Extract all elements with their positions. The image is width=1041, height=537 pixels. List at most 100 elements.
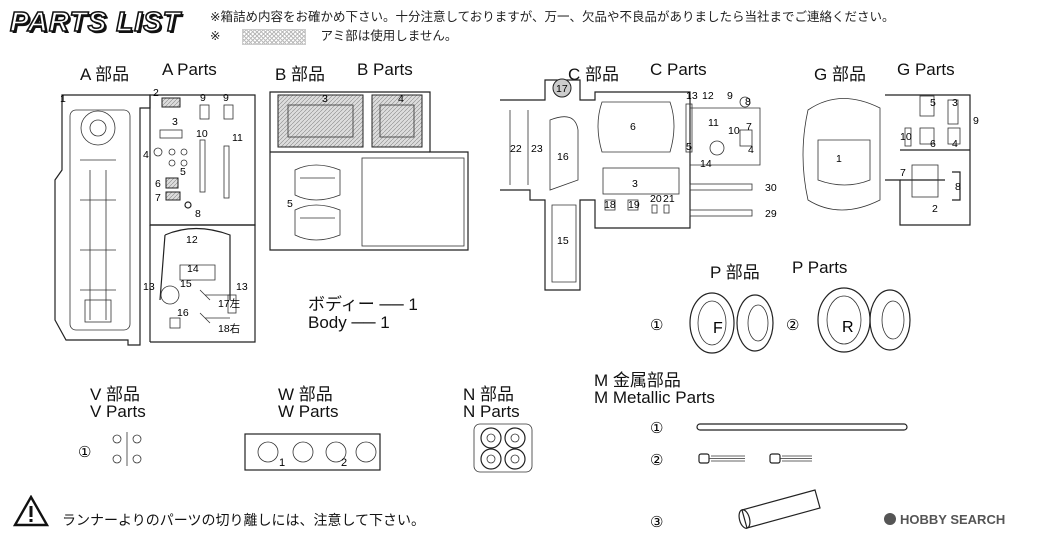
a-label-18: 18右 bbox=[218, 322, 240, 335]
warning-text: ランナーよりのパーツの切り離しには、注意して下さい。 bbox=[62, 513, 426, 529]
n-parts-en: N Parts bbox=[463, 402, 520, 421]
w-parts-en: W Parts bbox=[278, 402, 339, 421]
c-label-8: 8 bbox=[745, 96, 751, 108]
w-label-2: 2 bbox=[341, 457, 347, 469]
g-parts-en: G Parts bbox=[897, 60, 955, 79]
n-parts-jp: N 部品 bbox=[463, 385, 514, 404]
a-label-8: 8 bbox=[195, 208, 201, 220]
a-label-3: 3 bbox=[172, 116, 178, 128]
body-dash: ── bbox=[374, 295, 409, 314]
a-label-4: 4 bbox=[143, 149, 149, 161]
a-label-2: 2 bbox=[153, 87, 159, 99]
c-label-15: 15 bbox=[557, 235, 569, 247]
n-parts bbox=[473, 423, 533, 473]
v-parts: ① bbox=[78, 432, 142, 466]
a-parts-labels: 1 2 3 4 5 6 7 8 9 9 10 11 12 13 13 14 15… bbox=[60, 87, 248, 335]
c-label-5: 5 bbox=[686, 141, 692, 153]
a-label-12: 12 bbox=[186, 234, 198, 246]
m-parts: ① ② ③ bbox=[650, 420, 908, 531]
a-parts-jp: A 部品 bbox=[80, 65, 130, 84]
c-label-20: 20 bbox=[650, 193, 662, 205]
a-label-13b: 13 bbox=[236, 281, 248, 293]
c-label-23: 23 bbox=[531, 143, 543, 155]
g-label-4: 4 bbox=[952, 138, 958, 150]
p-item-2: ② bbox=[786, 317, 799, 334]
w-parts-jp: W 部品 bbox=[278, 385, 333, 404]
body-part-en: Body bbox=[308, 313, 347, 332]
c-label-21: 21 bbox=[663, 193, 675, 205]
b-parts-sprue bbox=[269, 91, 469, 251]
c-label-9: 9 bbox=[727, 90, 733, 102]
g-label-10: 10 bbox=[900, 131, 912, 143]
mesh-swatch bbox=[242, 28, 307, 45]
a-label-15: 15 bbox=[180, 278, 192, 290]
m-parts-en: M Metallic Parts bbox=[594, 388, 715, 407]
c-label-29: 29 bbox=[765, 208, 777, 220]
a-parts-en: A Parts bbox=[162, 60, 217, 79]
g-label-7: 7 bbox=[900, 167, 906, 179]
c-parts-en: C Parts bbox=[650, 60, 707, 79]
body-qty-jp: 1 bbox=[408, 295, 418, 314]
p-parts-tires: ① F ② R bbox=[650, 287, 911, 354]
a-label-10: 10 bbox=[196, 128, 208, 140]
c-label-19: 19 bbox=[628, 199, 640, 211]
a-label-16: 16 bbox=[177, 307, 189, 319]
b-parts-labels: 3 4 5 bbox=[287, 93, 404, 210]
body-part-jp-line: ボディー ── 1 bbox=[308, 290, 418, 315]
c-label-4: 4 bbox=[748, 144, 754, 156]
w-label-1: 1 bbox=[279, 457, 285, 469]
p-parts-en: P Parts bbox=[792, 258, 848, 277]
g-label-6: 6 bbox=[930, 138, 936, 150]
hobbysearch-logo-icon bbox=[884, 513, 896, 525]
c-parts-sprue bbox=[500, 78, 761, 291]
c-label-3: 3 bbox=[632, 178, 638, 190]
m-item-3: ③ bbox=[650, 514, 663, 531]
c-label-6: 6 bbox=[630, 121, 636, 133]
b-parts-en: B Parts bbox=[357, 60, 413, 79]
check-contents-note: ※箱詰め内容をお確かめ下さい。十分注意しておりますが、万一、欠品や不良品がありま… bbox=[210, 9, 895, 24]
c-label-22: 22 bbox=[510, 143, 522, 155]
note-mark: ※ bbox=[210, 28, 221, 43]
g-label-2: 2 bbox=[932, 203, 938, 215]
g-parts-jp: G 部品 bbox=[814, 65, 866, 84]
c-label-17: 17 bbox=[556, 83, 568, 95]
g-label-3: 3 bbox=[952, 97, 958, 109]
c-label-7: 7 bbox=[746, 121, 752, 133]
warning-icon bbox=[12, 494, 50, 531]
p-label-r: R bbox=[842, 319, 854, 336]
a-label-17: 17左 bbox=[218, 297, 240, 310]
c-parts-jp: C 部品 bbox=[568, 65, 619, 84]
b-label-3: 3 bbox=[322, 93, 328, 105]
m-item-2: ② bbox=[650, 452, 663, 469]
mesh-note-text: アミ部は使用しません。 bbox=[320, 28, 458, 43]
w-parts: 1 2 bbox=[244, 433, 381, 471]
c-label-18: 18 bbox=[604, 199, 616, 211]
m-parts-jp: M 金属部品 bbox=[594, 371, 681, 390]
body-part-jp: ボディー bbox=[308, 295, 375, 314]
g-label-9: 9 bbox=[973, 115, 979, 127]
watermark-text: HOBBY SEARCH bbox=[900, 512, 1006, 527]
a-label-13a: 13 bbox=[143, 281, 155, 293]
p-parts-jp: P 部品 bbox=[710, 263, 760, 282]
a-label-5: 5 bbox=[180, 166, 186, 178]
c-parts-labels: 17 22 23 16 15 6 13 12 9 8 11 10 7 5 4 1… bbox=[510, 83, 777, 247]
body-dash: ── bbox=[346, 313, 381, 332]
g-parts-sprue bbox=[802, 94, 971, 226]
v-item-1: ① bbox=[78, 444, 91, 461]
a-parts-sprue bbox=[54, 94, 256, 346]
p-item-1: ① bbox=[650, 317, 663, 334]
a-label-9a: 9 bbox=[200, 92, 206, 104]
g-label-1: 1 bbox=[836, 153, 842, 165]
a-label-6: 6 bbox=[155, 178, 161, 190]
a-label-14: 14 bbox=[187, 263, 199, 275]
g-label-8: 8 bbox=[955, 181, 961, 193]
a-label-1: 1 bbox=[60, 93, 66, 105]
c-label-11: 11 bbox=[708, 117, 719, 129]
a-label-11: 11 bbox=[232, 132, 243, 144]
v-parts-jp: V 部品 bbox=[90, 385, 141, 404]
b-label-5: 5 bbox=[287, 198, 293, 210]
body-qty-en: 1 bbox=[380, 313, 390, 332]
watermark: HOBBY SEARCH bbox=[884, 512, 1005, 527]
g-label-5: 5 bbox=[930, 97, 936, 109]
body-part-en-line: Body ── 1 bbox=[308, 313, 390, 333]
